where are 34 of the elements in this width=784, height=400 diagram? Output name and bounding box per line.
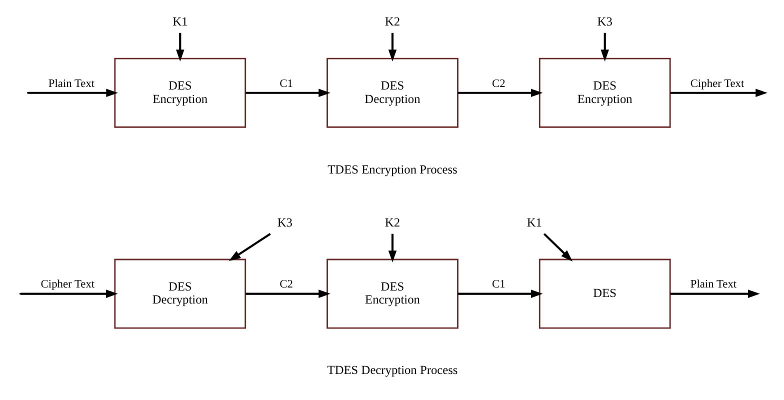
label: TDES Decryption Process — [326, 363, 458, 378]
edge-label: C2 — [279, 278, 292, 291]
arrow — [176, 32, 184, 62]
node-text: K3 — [276, 216, 292, 230]
edge-label: Cipher Text — [690, 78, 744, 90]
edge-label: C1 — [279, 78, 292, 90]
node-box: DES Encryption — [326, 258, 458, 329]
node-box: DES Decryption — [114, 258, 246, 329]
edge-label: Plain Text — [48, 78, 94, 90]
arrow — [28, 88, 118, 98]
node-box: DES — [538, 258, 670, 329]
edge-label: Plain Text — [690, 278, 736, 291]
arrow — [457, 88, 542, 98]
arrow — [542, 233, 572, 262]
arrow — [600, 32, 608, 62]
node-text: K2 — [384, 14, 400, 29]
label: TDES Encryption Process — [327, 162, 457, 176]
arrow — [457, 290, 542, 298]
arrow — [245, 290, 330, 298]
arrow — [388, 234, 396, 262]
node-box: DES Decryption — [326, 58, 458, 128]
node-text: K1 — [526, 216, 542, 230]
arrow — [228, 232, 270, 261]
arrow — [245, 88, 330, 98]
arrow — [388, 32, 396, 62]
arrow — [20, 290, 118, 298]
node-text: K1 — [172, 14, 188, 29]
node-text: K3 — [596, 14, 612, 29]
node-box: DES Encryption — [114, 58, 246, 128]
node-box: DES Encryption — [538, 58, 670, 128]
edge-label: C2 — [492, 78, 505, 90]
node-text: K2 — [384, 216, 400, 230]
edge-label: C1 — [492, 278, 505, 291]
edge-label: Cipher Text — [40, 278, 94, 291]
